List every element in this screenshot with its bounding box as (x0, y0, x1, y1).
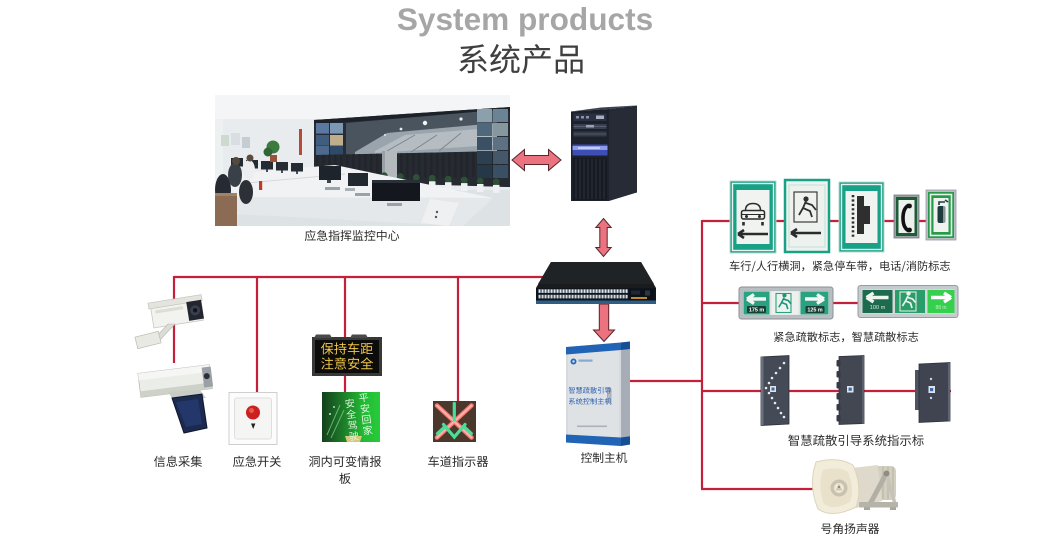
svg-text:88 m: 88 m (935, 305, 946, 311)
svg-text:175 m: 175 m (749, 308, 764, 314)
svg-text:125 m: 125 m (807, 308, 822, 314)
svg-text:100 m: 100 m (870, 305, 886, 311)
svg-text:System products: System products (397, 1, 653, 37)
